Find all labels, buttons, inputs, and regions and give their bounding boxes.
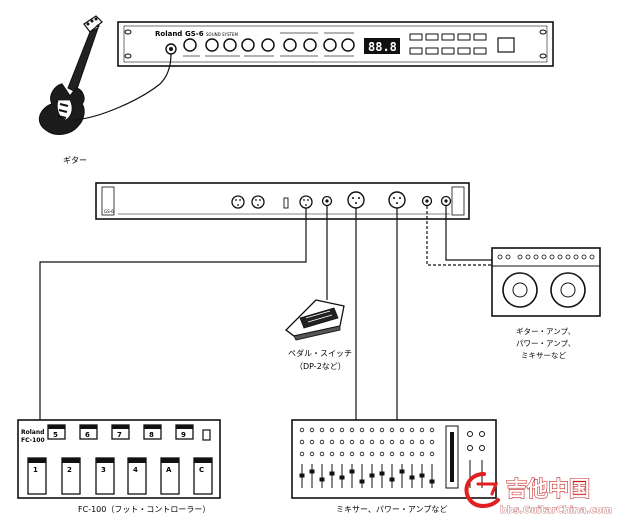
fc-pedal-7: 7 (111, 424, 130, 440)
foot-controller-label: FC-100（フット・コントローラー） (78, 505, 210, 514)
foot-controller-illustration: Roland FC-100 5 6 7 8 (17, 419, 221, 499)
watermark-url: bbs.GuitarChina.com (500, 505, 612, 516)
fc-key-label: 9 (181, 431, 186, 439)
pedal-label-line1: ペダル・スイッチ (288, 348, 352, 358)
guitar-cable (73, 53, 172, 121)
fc-key-label: 1 (33, 466, 38, 474)
fc-key-label: 2 (67, 466, 72, 474)
rear-switch (283, 197, 289, 209)
foot-controller-cable (39, 208, 307, 420)
fc-pedal-8: 8 (143, 424, 162, 440)
watermark-logo (464, 472, 500, 508)
pedal-jack (321, 195, 333, 207)
fc-model: FC-100 (21, 437, 45, 444)
mixer-channel-knobs (299, 427, 435, 457)
rack-ear-right (539, 29, 547, 59)
pedal-label-line2: （DP-2など） (295, 362, 346, 371)
fc-bottom-row-pedals: 1 2 3 4 A (27, 457, 213, 495)
guitar-neck (67, 27, 99, 93)
rack-unit-front-panel: Roland GS-6 SOUND SYSTEM 88.8 (117, 21, 554, 67)
line-output-jacks (421, 195, 452, 207)
rear-panel-model: GS-6 (104, 209, 114, 214)
fc-key-label: 8 (149, 431, 154, 439)
xlr-output-right (388, 191, 406, 209)
fc-pedal-5: 5 (47, 424, 66, 440)
fc-pedal-2: 2 (61, 457, 81, 495)
rack-power-button (497, 37, 515, 53)
fc-pedal-9: 9 (175, 424, 194, 440)
rack-tagline: SOUND SYSTEM (206, 32, 238, 37)
mixer-master-section (445, 425, 485, 489)
led-display-value: 88.8 (368, 40, 397, 54)
fc-pedal-3: 3 (95, 457, 115, 495)
fc-pedal-4: 4 (127, 457, 147, 495)
amp-control-knobs (497, 254, 595, 260)
amp-label-line2: パワー・アンプ、 (516, 339, 575, 348)
mixer-label: ミキサー、パワー・アンプなど (336, 505, 447, 514)
fc-key-label: 5 (53, 431, 58, 439)
fc-key-label: 4 (133, 466, 138, 474)
fc-pedal-6: 6 (79, 424, 98, 440)
rack-knobs (183, 38, 355, 52)
fc-pedal-c: C (193, 457, 213, 495)
xlr-output-left (347, 191, 365, 209)
amp-label-line3: ミキサーなど (521, 351, 566, 360)
pedal-switch-illustration (285, 299, 345, 341)
fc-brand: Roland (21, 429, 44, 436)
midi-ports (231, 195, 265, 209)
fc-key-label: 3 (101, 466, 106, 474)
mixer-channel-faders (299, 464, 435, 488)
guitar-label: ギター (63, 156, 87, 165)
rack-led-display: 88.8 (364, 38, 400, 54)
guitar-illustration (38, 15, 103, 135)
amp-cable-right (445, 206, 492, 261)
watermark-title: 吉他中国 (506, 477, 590, 501)
guitar-headstock (83, 15, 103, 33)
fc-key-label: 7 (117, 431, 122, 439)
fc-pedal-1: 1 (27, 457, 47, 495)
fc-key-label: C (199, 466, 204, 474)
mixer-illustration (291, 419, 497, 499)
fc-top-row-pedals: 5 6 7 8 9 (47, 424, 211, 441)
rear-panel-unit: GS-6 (95, 182, 470, 220)
rack-brand: Roland (155, 30, 182, 38)
fc-key-label: 6 (85, 431, 90, 439)
fc-indicator (202, 429, 211, 441)
guitar-input-jack (165, 43, 177, 55)
rack-panel-markings (183, 32, 354, 57)
guitar-pickups (57, 103, 69, 119)
fc-pedal-a: A (160, 457, 180, 495)
amp-cable-left (426, 206, 492, 266)
rack-model: GS-6 (185, 30, 204, 38)
amp-speakers (502, 272, 586, 308)
amplifier-illustration (491, 247, 601, 317)
amp-label-line1: ギター・アンプ、 (516, 327, 575, 336)
fc-key-label: A (166, 466, 172, 474)
foot-controller-port (299, 195, 313, 209)
rack-button-bank (409, 33, 487, 55)
rack-ear-left (124, 29, 132, 59)
